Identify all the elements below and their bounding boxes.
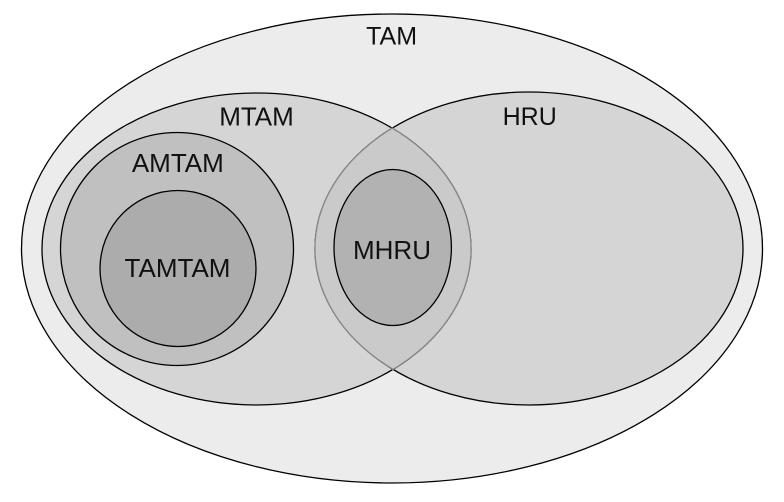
svg-text:AMTAM: AMTAM: [132, 148, 224, 178]
svg-text:HRU: HRU: [503, 103, 557, 131]
svg-text:TAMTAM: TAMTAM: [125, 253, 231, 283]
svg-text:MTAM: MTAM: [219, 102, 294, 132]
svg-text:MHRU: MHRU: [353, 235, 431, 265]
svg-text:TAM: TAM: [366, 22, 417, 50]
